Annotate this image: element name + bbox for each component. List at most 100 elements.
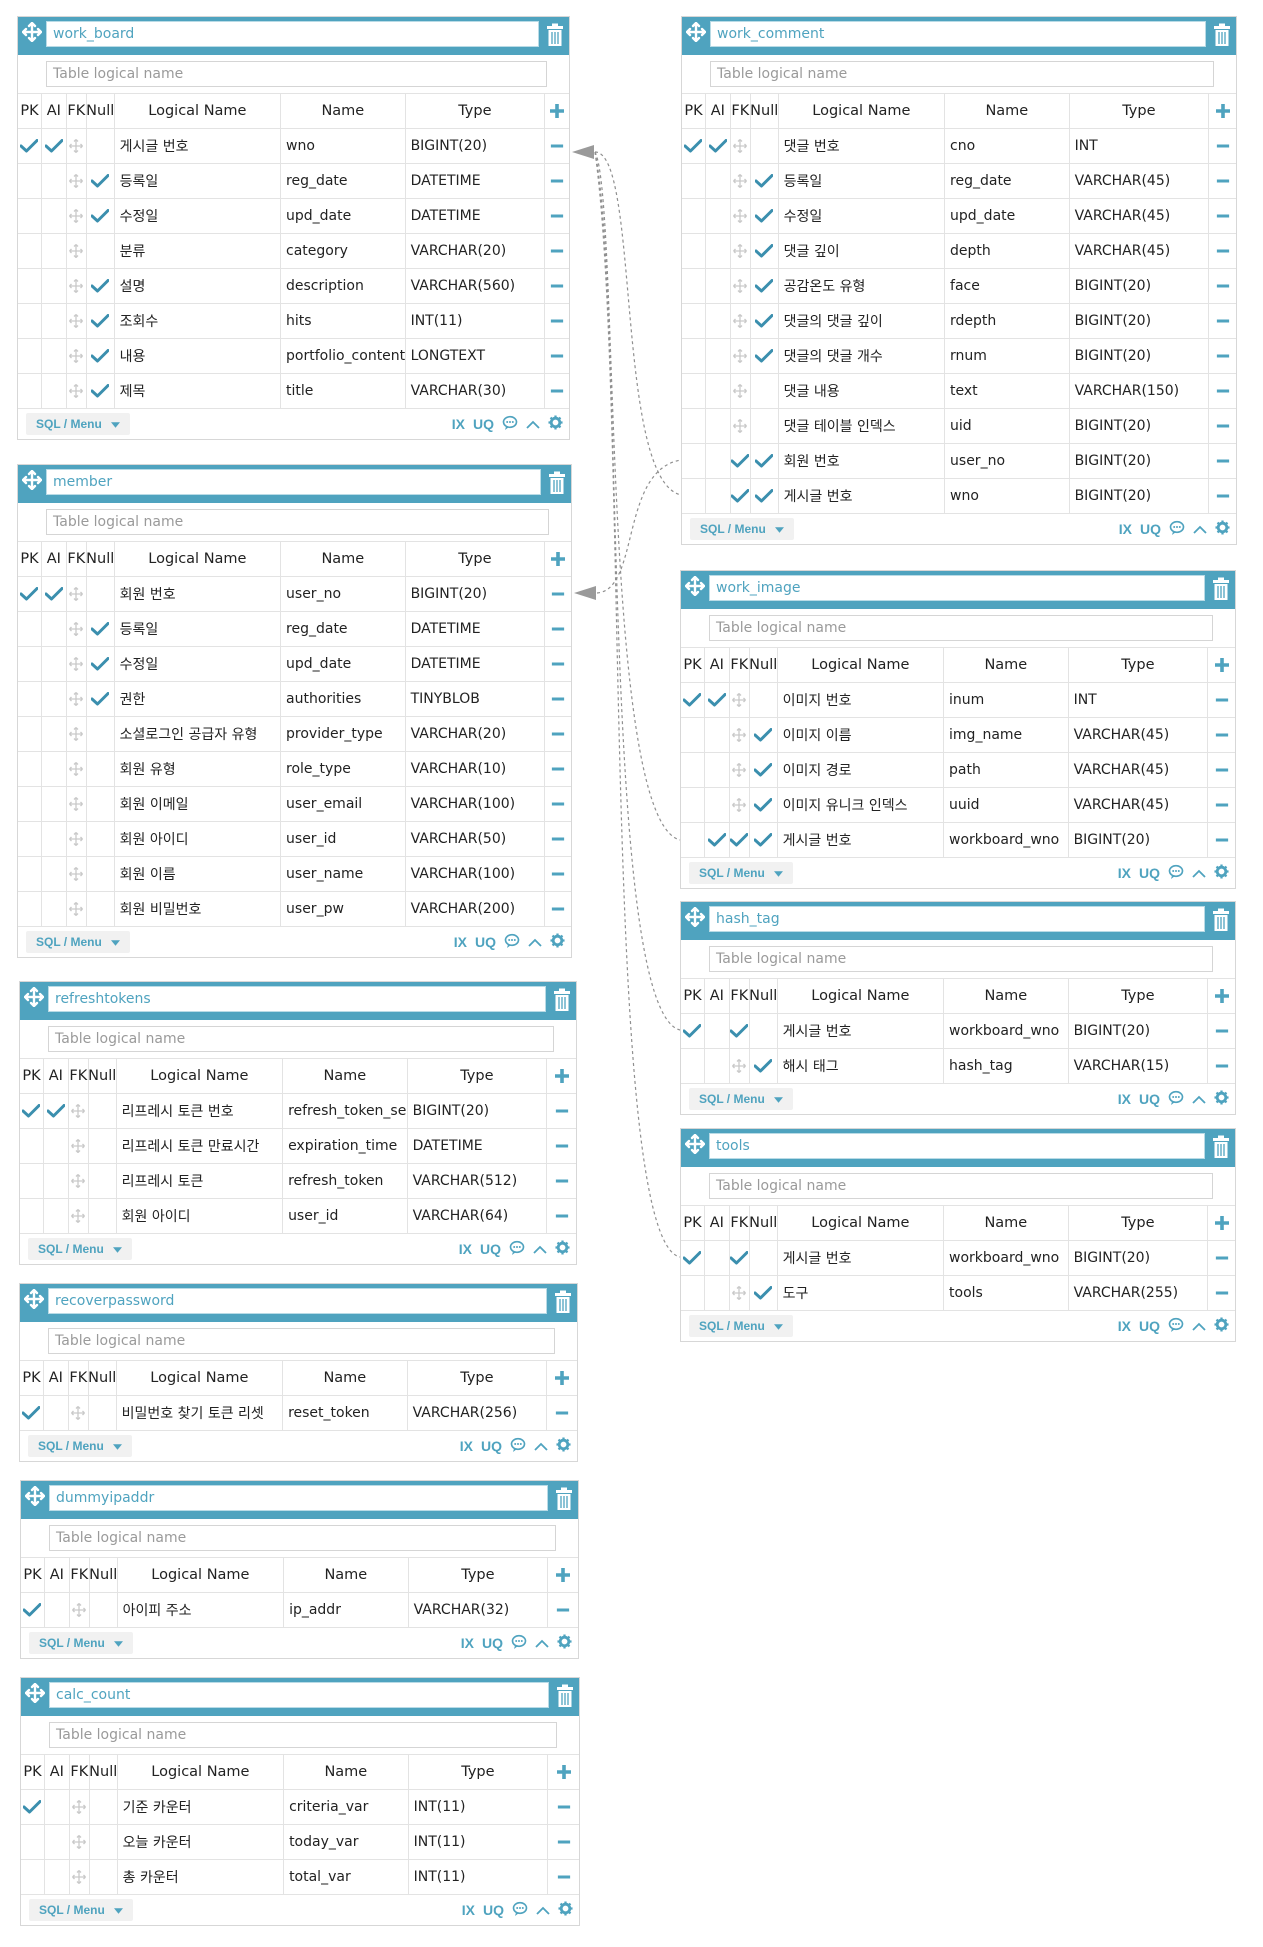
type-cell[interactable]: VARCHAR(255) bbox=[1069, 1276, 1209, 1310]
index-button[interactable]: IX bbox=[1117, 1091, 1131, 1107]
null-cell[interactable] bbox=[751, 339, 779, 373]
ai-cell[interactable] bbox=[42, 374, 67, 408]
table-name-input[interactable]: hash_tag bbox=[709, 906, 1205, 932]
collapse-icon[interactable] bbox=[1192, 1318, 1206, 1334]
table-name-input[interactable]: work_board bbox=[46, 21, 539, 47]
name-cell[interactable]: refresh_token_se bbox=[283, 1094, 408, 1128]
name-cell[interactable]: reg_date bbox=[281, 612, 406, 646]
comment-icon[interactable] bbox=[504, 933, 520, 952]
fk-cell[interactable] bbox=[730, 683, 750, 717]
fk-cell[interactable] bbox=[70, 1825, 90, 1859]
pk-cell[interactable] bbox=[18, 787, 42, 821]
fk-cell[interactable] bbox=[731, 234, 751, 268]
ai-cell[interactable] bbox=[706, 444, 731, 478]
name-cell[interactable]: upd_date bbox=[945, 199, 1070, 233]
pk-cell[interactable] bbox=[18, 164, 42, 198]
null-cell[interactable] bbox=[87, 822, 115, 856]
add-column-button[interactable] bbox=[1208, 979, 1235, 1013]
name-cell[interactable]: user_email bbox=[281, 787, 406, 821]
name-cell[interactable]: category bbox=[281, 234, 406, 268]
ai-cell[interactable] bbox=[706, 409, 731, 443]
fk-cell[interactable] bbox=[731, 269, 751, 303]
trash-icon[interactable] bbox=[553, 1290, 573, 1314]
null-cell[interactable] bbox=[750, 683, 778, 717]
logical-name-cell[interactable]: 게시글 번호 bbox=[115, 129, 282, 163]
pk-cell[interactable] bbox=[18, 612, 42, 646]
remove-column-button[interactable] bbox=[545, 374, 569, 408]
remove-column-button[interactable] bbox=[545, 612, 571, 646]
fk-cell[interactable] bbox=[730, 788, 750, 822]
type-cell[interactable]: VARCHAR(15) bbox=[1069, 1049, 1209, 1083]
null-cell[interactable] bbox=[751, 409, 779, 443]
index-button[interactable]: IX bbox=[1117, 865, 1131, 881]
pk-cell[interactable] bbox=[681, 753, 705, 787]
pk-cell[interactable] bbox=[18, 129, 42, 163]
pk-cell[interactable] bbox=[18, 304, 42, 338]
sql-menu-button[interactable]: SQL / Menu bbox=[690, 518, 795, 540]
null-cell[interactable] bbox=[750, 788, 778, 822]
trash-icon[interactable] bbox=[1211, 1135, 1231, 1159]
fk-cell[interactable] bbox=[67, 717, 87, 751]
ai-cell[interactable] bbox=[42, 234, 67, 268]
pk-cell[interactable] bbox=[682, 164, 706, 198]
null-cell[interactable] bbox=[89, 1396, 117, 1430]
remove-column-button[interactable] bbox=[545, 199, 569, 233]
ai-cell[interactable] bbox=[705, 823, 730, 857]
pk-cell[interactable] bbox=[681, 718, 705, 752]
null-cell[interactable] bbox=[751, 374, 779, 408]
null-cell[interactable] bbox=[87, 164, 115, 198]
trash-icon[interactable] bbox=[1211, 577, 1231, 601]
type-cell[interactable]: VARCHAR(560) bbox=[406, 269, 546, 303]
pk-cell[interactable] bbox=[681, 1049, 705, 1083]
unique-button[interactable]: UQ bbox=[473, 416, 494, 432]
fk-cell[interactable] bbox=[731, 409, 751, 443]
type-cell[interactable]: VARCHAR(50) bbox=[406, 822, 546, 856]
null-cell[interactable] bbox=[87, 717, 115, 751]
collapse-icon[interactable] bbox=[528, 934, 542, 950]
collapse-icon[interactable] bbox=[526, 416, 540, 432]
remove-column-button[interactable] bbox=[545, 647, 571, 681]
remove-column-button[interactable] bbox=[545, 717, 571, 751]
move-icon[interactable] bbox=[23, 986, 45, 1008]
type-cell[interactable]: DATETIME bbox=[406, 647, 546, 681]
pk-cell[interactable] bbox=[681, 788, 705, 822]
name-cell[interactable]: portfolio_content bbox=[281, 339, 406, 373]
sql-menu-button[interactable]: SQL / Menu bbox=[26, 413, 131, 435]
type-cell[interactable]: VARCHAR(20) bbox=[406, 234, 546, 268]
gear-icon[interactable] bbox=[557, 1634, 572, 1652]
name-cell[interactable]: reg_date bbox=[281, 164, 406, 198]
type-cell[interactable]: VARCHAR(45) bbox=[1069, 718, 1209, 752]
move-icon[interactable] bbox=[685, 21, 707, 43]
name-cell[interactable]: expiration_time bbox=[283, 1129, 408, 1163]
fk-cell[interactable] bbox=[67, 234, 87, 268]
ai-cell[interactable] bbox=[45, 1593, 70, 1627]
fk-cell[interactable] bbox=[731, 444, 751, 478]
null-cell[interactable] bbox=[751, 199, 779, 233]
null-cell[interactable] bbox=[87, 129, 115, 163]
add-column-button[interactable] bbox=[1208, 1206, 1235, 1240]
ai-cell[interactable] bbox=[706, 164, 731, 198]
logical-name-cell[interactable]: 댓글의 댓글 개수 bbox=[779, 339, 946, 373]
name-cell[interactable]: wno bbox=[281, 129, 406, 163]
comment-icon[interactable] bbox=[1168, 1090, 1184, 1109]
pk-cell[interactable] bbox=[18, 752, 42, 786]
remove-column-button[interactable] bbox=[545, 164, 569, 198]
null-cell[interactable] bbox=[90, 1790, 118, 1824]
type-cell[interactable]: BIGINT(20) bbox=[406, 577, 546, 611]
move-icon[interactable] bbox=[684, 1133, 706, 1155]
unique-button[interactable]: UQ bbox=[482, 1635, 503, 1651]
logical-name-cell[interactable]: 제목 bbox=[115, 374, 282, 408]
fk-cell[interactable] bbox=[70, 1860, 90, 1894]
remove-column-button[interactable] bbox=[545, 682, 571, 716]
